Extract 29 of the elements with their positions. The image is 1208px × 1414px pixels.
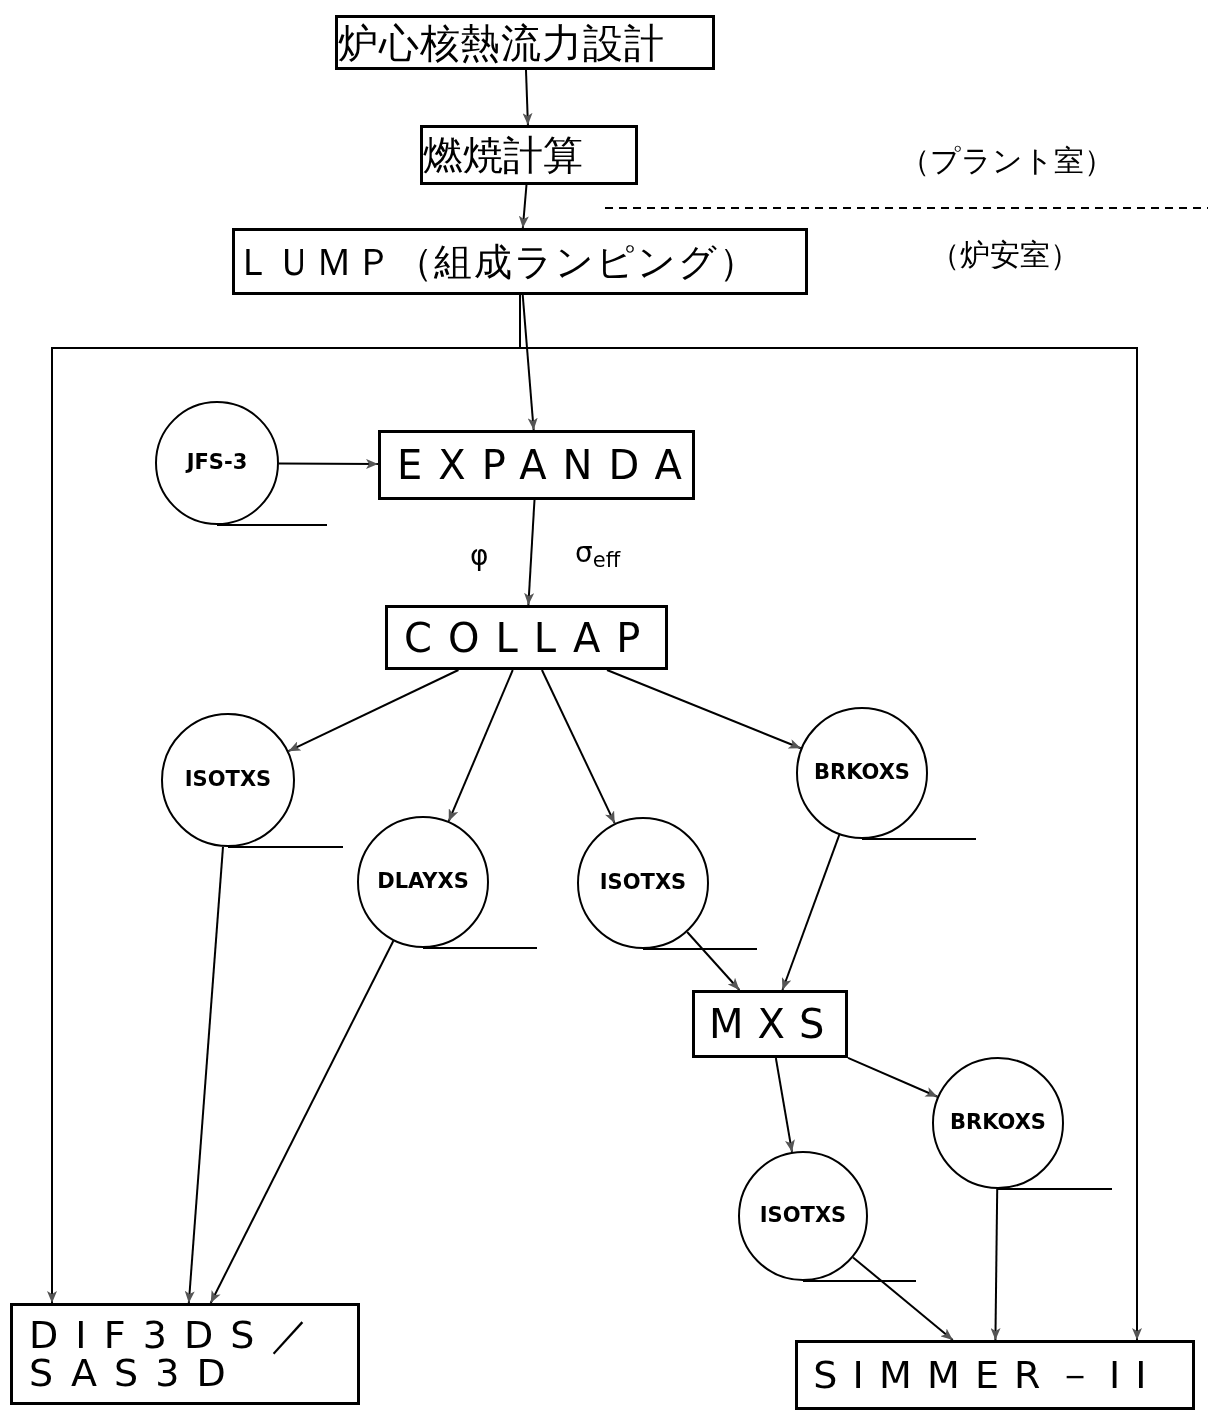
arrow [278,458,379,469]
process-box: 燃焼計算 [420,125,638,185]
arrow [605,669,802,750]
arrow [447,669,514,823]
note-label: （炉安室） [930,236,1080,274]
arrow [209,939,395,1304]
arrow [524,499,536,606]
arrow [518,184,529,229]
arrow [521,294,538,431]
process-box: SIMMER－II [795,1340,1195,1410]
arrow [781,833,841,991]
note-label: σ$_{eff}$ [575,535,621,574]
arrow [184,845,224,1304]
process-box: MXS [692,990,848,1058]
arrow [522,69,533,126]
process-box: EXPANDA [378,430,695,500]
process-box: COLLAP [385,605,668,670]
arrow [847,1056,939,1098]
arrow [287,669,460,753]
process-box: ＬＵＭＰ（組成ランピング） [232,228,808,295]
arrow [540,669,616,825]
process-box: DIF3DS／ SAS3D [10,1303,360,1405]
arrow [990,1188,1001,1341]
arrow [774,1057,795,1153]
process-box: 炉心核熱流力設計 [335,15,715,70]
note-label: φ [470,538,489,574]
note-label: （プラント室） [900,142,1114,180]
arrow [686,931,741,991]
arrow [852,1256,954,1341]
